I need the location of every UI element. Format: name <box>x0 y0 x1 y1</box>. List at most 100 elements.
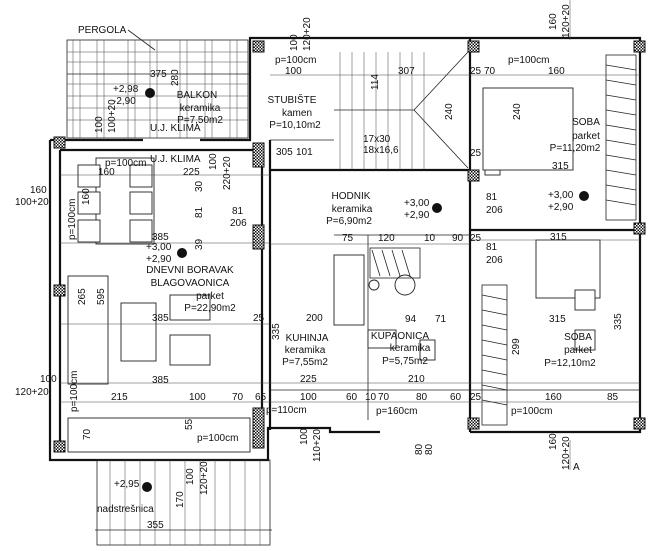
dimension-label: 315 <box>552 161 569 172</box>
room-name: SOBA <box>572 117 600 128</box>
level-label: +3,00 <box>146 242 172 253</box>
stair-spec: 18x16,6 <box>363 145 399 156</box>
room-name: BLAGOVAONICA <box>151 278 230 289</box>
dimension-label: 25 <box>470 392 482 403</box>
dimension-label: 210 <box>408 374 425 385</box>
dimension-label: 225 <box>183 167 200 178</box>
room-area: P=7,50m2 <box>177 115 223 126</box>
room-area: P=7,55m2 <box>282 357 328 368</box>
room-floor: keramika <box>390 343 431 354</box>
dimension-label: 220+20 <box>222 156 233 190</box>
dimension-label: 100+20 <box>15 197 49 208</box>
room-area: P=12,10m2 <box>544 358 596 369</box>
dimension-label: 85 <box>607 392 619 403</box>
dimension-label: 100 <box>185 468 196 485</box>
dimension-label: p=100cm <box>69 371 80 412</box>
dimension-label: 100 <box>289 34 300 51</box>
dimension-label: 385 <box>152 232 169 243</box>
dimension-label: 100 <box>285 66 302 77</box>
room-area: P=22,90m2 <box>184 303 236 314</box>
dimension-label: 110+20 <box>312 429 323 462</box>
level-markers <box>142 88 589 492</box>
dimension-label: 70 <box>378 392 390 403</box>
klima-label: U.J. KLIMA <box>150 123 201 134</box>
dimension-label: 120+20 <box>199 461 210 495</box>
dimension-label: 94 <box>405 314 417 325</box>
room-floor: parket <box>572 131 600 142</box>
dimension-label: 55 <box>184 418 195 430</box>
room-name: STUBIŠTE <box>268 93 317 106</box>
dimension-label: 70 <box>232 392 244 403</box>
level-label: +3,00 <box>404 198 430 209</box>
room-floor: keramika <box>285 345 326 356</box>
level-label: +2,95 <box>114 479 140 490</box>
klima-label: U.J. KLIMA <box>150 154 201 165</box>
dimension-label: 280 <box>170 69 181 86</box>
dimension-label: 10 <box>365 392 377 403</box>
dimension-label: 307 <box>398 66 415 77</box>
room-name: SOBA <box>564 332 592 343</box>
level-label: +2,90 <box>404 210 430 221</box>
stair-spec: 17x30 <box>363 134 391 145</box>
bed <box>482 87 574 171</box>
dimension-label: 305 <box>276 147 293 158</box>
dimension-label: 335 <box>613 313 624 330</box>
dimension-label: 120+20 <box>15 387 49 398</box>
dimension-label: 315 <box>550 232 567 243</box>
dimension-label: 206 <box>486 205 503 216</box>
room-floor: keramika <box>180 103 221 114</box>
kitchen-counter <box>333 254 365 326</box>
dimension-label: 120 <box>378 233 395 244</box>
dimension-label: 25 <box>470 233 482 244</box>
canopy <box>95 459 272 546</box>
dimension-label: 335 <box>271 323 282 340</box>
dimension-lines <box>60 0 640 470</box>
room-name: KUPAONICA <box>371 331 429 342</box>
dimension-label: 160 <box>548 66 565 77</box>
dimension-label: 240 <box>512 103 523 120</box>
level-label: +3,00 <box>548 190 574 201</box>
room-floor: kamen <box>282 108 312 119</box>
sofa <box>67 275 109 385</box>
dimension-label: p=100cm <box>511 406 552 417</box>
dimension-label: 81 <box>232 206 244 217</box>
walls <box>48 36 646 462</box>
dimension-label: 39 <box>194 238 205 250</box>
bathtub <box>367 329 397 349</box>
dimension-label: p=100cm <box>197 433 238 444</box>
staircase <box>334 51 469 170</box>
dimension-label: 100 <box>299 428 310 445</box>
level-label: -2,90 <box>113 96 136 107</box>
dimension-label: 30 <box>194 180 205 192</box>
dimension-label: 100 <box>94 116 105 133</box>
room-floor: parket <box>564 345 592 356</box>
dimension-label: 120+20 <box>561 436 572 470</box>
dimension-label: 101 <box>296 147 313 158</box>
dimension-label: 240 <box>444 103 455 120</box>
dimension-label: 120+20 <box>561 4 572 38</box>
dimension-label: 81 <box>486 192 498 203</box>
dimension-label: 385 <box>152 313 169 324</box>
dimension-label: 206 <box>486 255 503 266</box>
furniture <box>67 87 601 453</box>
dimension-label: p=100cm <box>275 55 316 66</box>
dimension-label: p=110cm <box>266 405 307 416</box>
dimension-label: 200 <box>306 313 323 324</box>
dimension-label: 81 <box>194 206 205 218</box>
canopy-label: nadstrešnica <box>97 504 154 515</box>
dimension-label: 299 <box>511 338 522 355</box>
dimension-label: 25 <box>470 148 482 159</box>
dimension-label: 90 <box>452 233 464 244</box>
dimension-label: 60 <box>450 392 462 403</box>
dimension-label: 65 <box>255 392 267 403</box>
dimension-label: p=100cm <box>105 158 146 169</box>
dimension-label: 80 <box>416 392 428 403</box>
dimension-label: 160 <box>545 392 562 403</box>
room-name: DNEVNI BORAVAK <box>146 265 234 276</box>
room-area: P=10,10m2 <box>269 120 321 131</box>
dimension-label: 10 <box>424 233 436 244</box>
level-label: +2,90 <box>548 202 574 213</box>
room-area: P=11,20m2 <box>550 143 601 154</box>
dimension-label: 375 <box>150 69 167 80</box>
dimension-label: 160 <box>98 167 115 178</box>
